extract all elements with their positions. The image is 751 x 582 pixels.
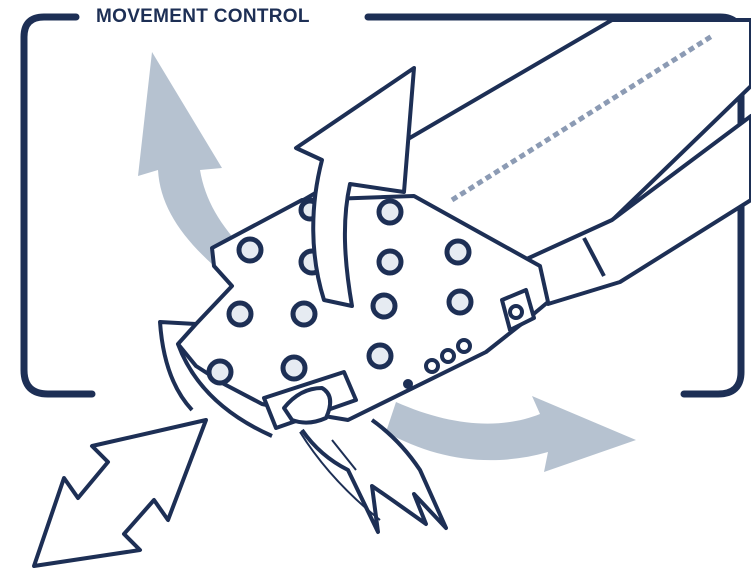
frame-left-bracket	[20, 13, 96, 398]
pod	[376, 198, 404, 226]
double-headed-arrow	[32, 418, 208, 568]
hand-grip	[262, 370, 448, 534]
curved-up-arrow	[138, 52, 246, 265]
pod	[444, 238, 472, 266]
staple-pods	[206, 198, 474, 386]
pod	[226, 300, 254, 328]
pod	[376, 248, 404, 276]
sweep-right-arrow	[386, 396, 636, 472]
pod	[290, 300, 318, 328]
up-arrow	[294, 66, 416, 308]
pod	[280, 354, 308, 382]
pod	[446, 288, 474, 316]
pod	[366, 342, 394, 370]
pod	[370, 292, 398, 320]
diagram-title: MOVEMENT CONTROL	[86, 4, 320, 30]
pod	[206, 358, 234, 386]
pod	[236, 236, 264, 264]
staple-line	[450, 33, 714, 203]
